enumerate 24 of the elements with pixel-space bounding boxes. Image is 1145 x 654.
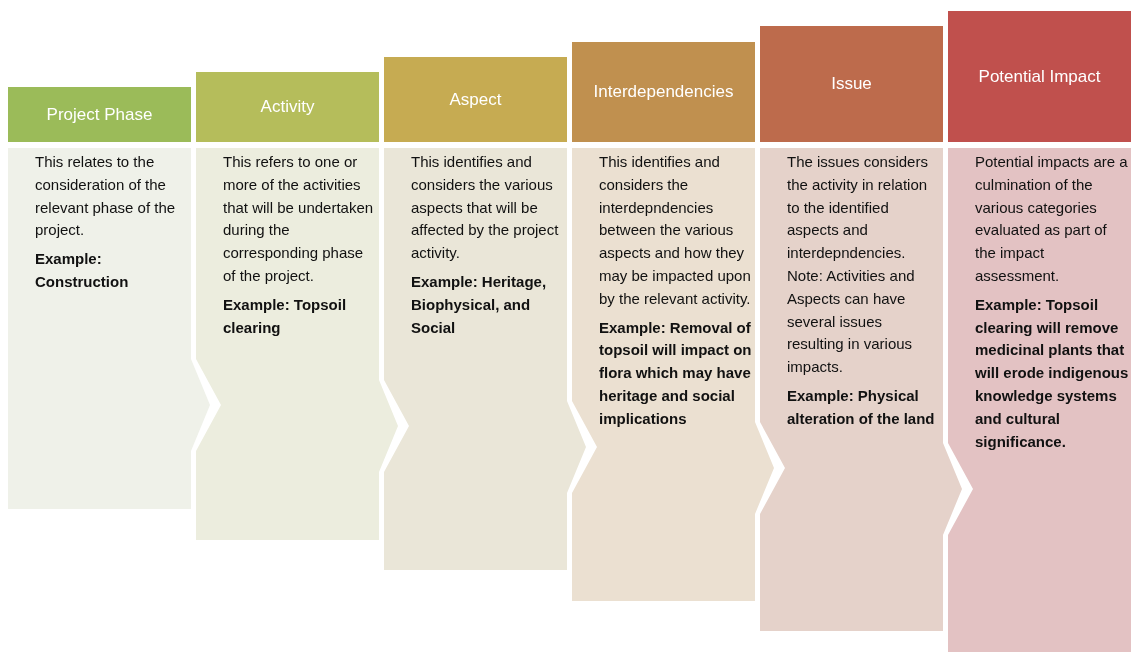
example-text: Example: Physical alteration of the land [787,385,936,429]
description-text: This identifies and considers the interdepndencies between the various aspects and how they may be impacted upon by the relevant activity. [599,152,752,309]
description-text: Potential impacts are a culmination of the various categories evaluated as part of the impact assessment. [975,152,1129,286]
column-header: Project Phase [8,87,191,142]
chevron-panel [948,148,1131,652]
column-header: Potential Impact [948,11,1131,142]
description-text: This identifies and considers the various aspects that will be affected by the project activity. [411,152,560,264]
column-header: Activity [196,72,379,142]
description-text: This relates to the consideration of the relevant phase of the project. [35,152,177,241]
example-text: Example: Topsoil clearing [223,294,348,338]
description-text: The issues considers the activity in relation to the identified aspects and interdepndencies. Note: Activities and Aspects can have several issues resulting in various impacts. [787,152,929,378]
chevron-panel [8,148,213,509]
example-text: Example: Construction [35,249,130,292]
example-text: Example: Heritage, Biophysical, and Social [411,272,548,338]
chevron-panel [572,148,777,601]
chevron-panel [384,148,589,570]
column-header: Issue [760,26,943,142]
chevron-panel [196,148,401,540]
example-text: Example: Removal of topsoil will impact on flora which may have heritage and social implications [599,317,753,429]
column-header: Interdependencies [572,42,755,142]
chevron-panel [760,148,965,631]
description-text: This refers to one or more of the activities that will be undertaken during the corresponding phase of the project. [223,152,375,286]
column-header: Aspect [384,57,567,142]
example-text: Example: Topsoil clearing will remove medicinal plants that will erode indigenous knowledge systems and cultural significance. [975,294,1129,452]
